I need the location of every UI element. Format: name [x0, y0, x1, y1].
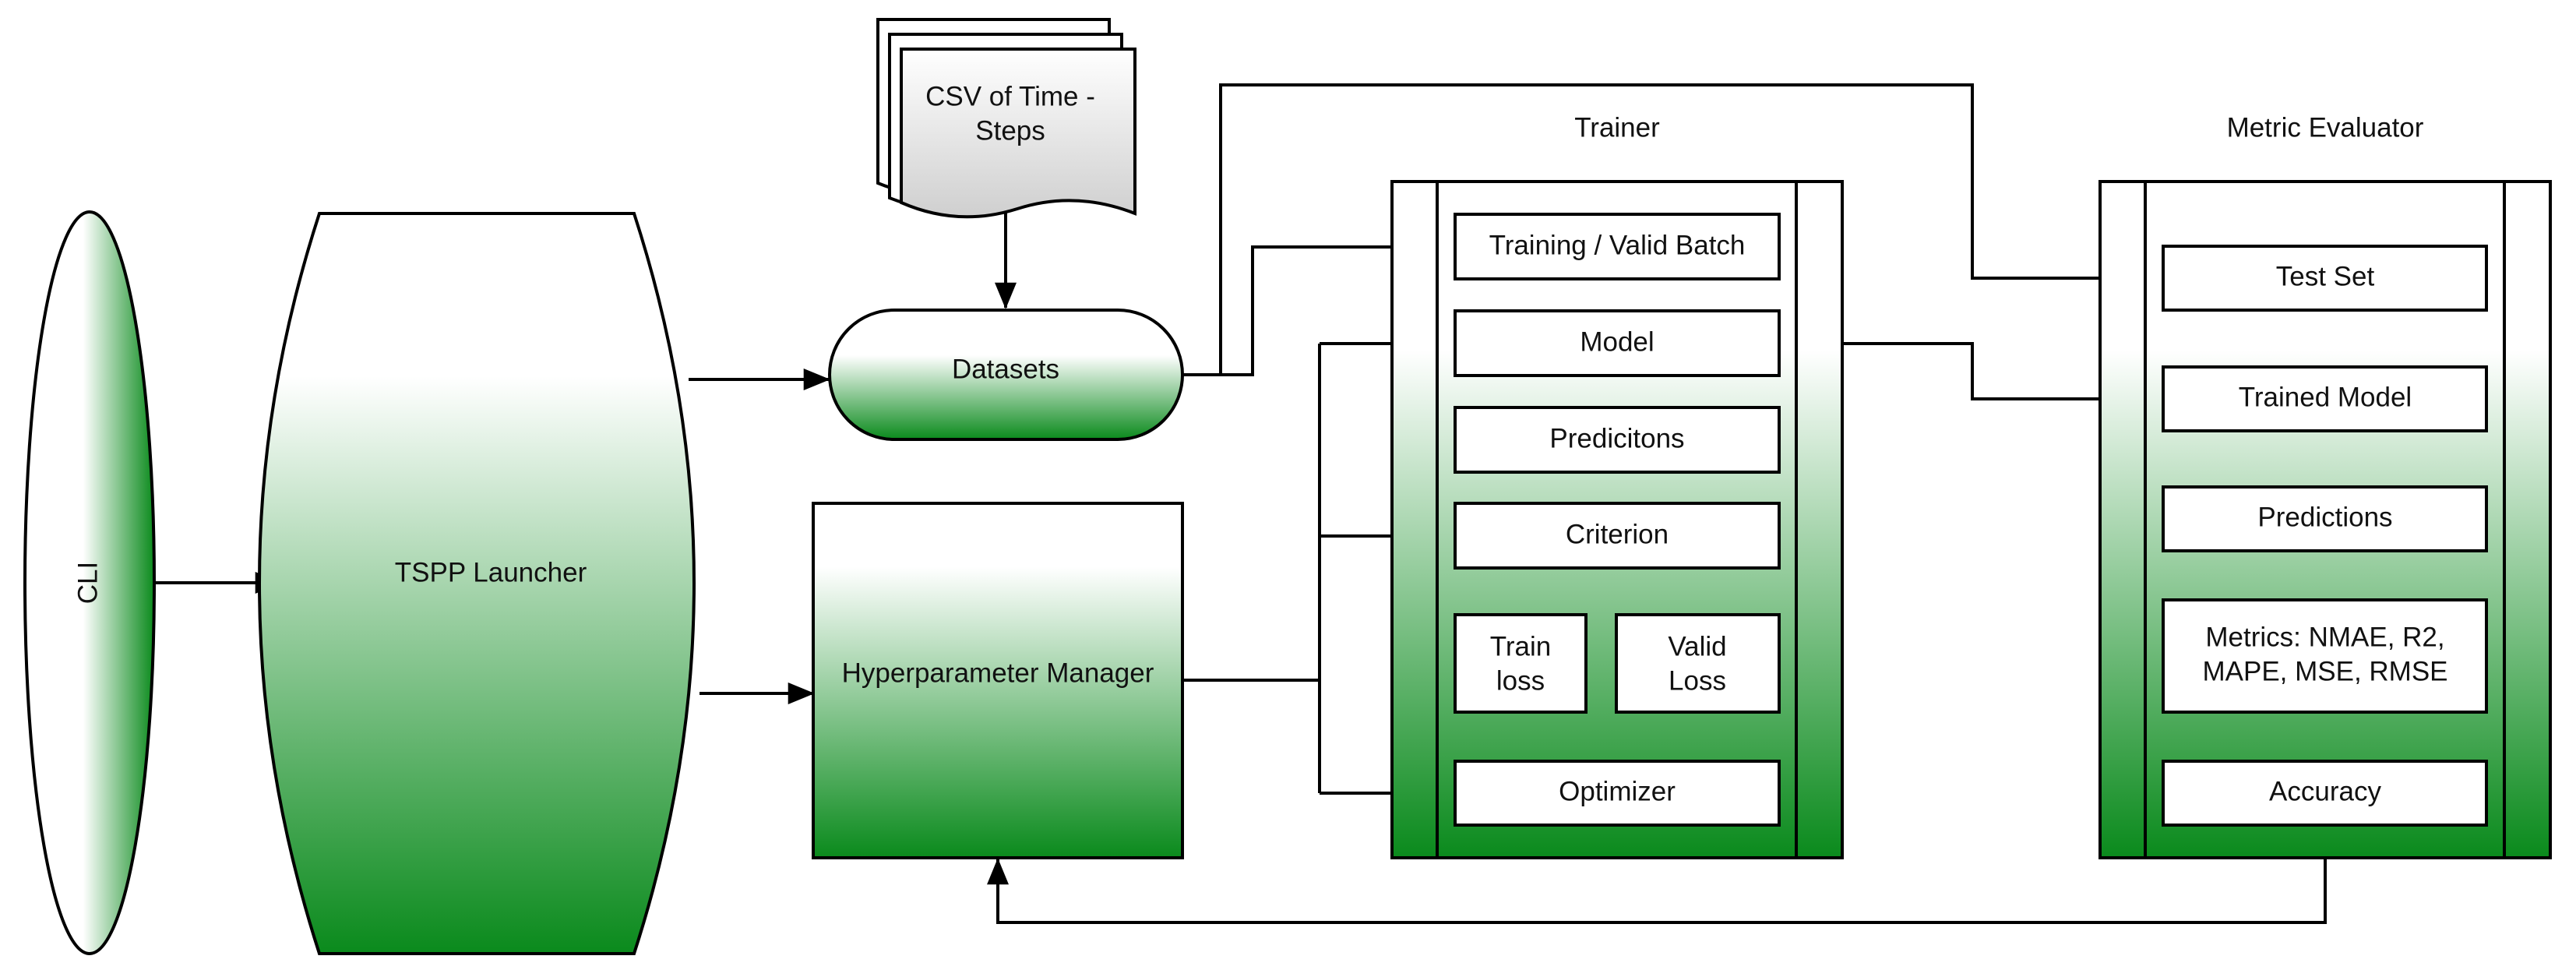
- trainer-predictions-box: [1454, 406, 1781, 474]
- csv-label-line1: CSV of Time -: [925, 81, 1095, 111]
- metrics-box: [2162, 598, 2488, 714]
- test-set-box: [2162, 245, 2488, 312]
- metrics-label-line2: MAPE, MSE, RMSE: [2202, 656, 2447, 686]
- criterion-label: Criterion: [1566, 519, 1669, 549]
- evaluator-predictions-box: [2162, 485, 2488, 552]
- datasets-shape: [828, 309, 1184, 441]
- launcher-label: TSPP Launcher: [395, 557, 587, 587]
- cli-node: CLI: [23, 210, 156, 955]
- hyperparameter-manager-shape: [812, 502, 1184, 859]
- datasets-node: Datasets: [828, 309, 1184, 441]
- train-loss-label-line2: loss: [1496, 665, 1545, 696]
- edge-model-to-trained-model: [1779, 342, 2165, 410]
- valid-loss-label-line1: Valid: [1668, 631, 1726, 661]
- optimizer-box: [1454, 760, 1781, 827]
- evaluator-predictions-label: Predictions: [2257, 502, 2392, 532]
- trained-model-label: Trained Model: [2239, 382, 2412, 412]
- csv-doc-front: [900, 48, 1136, 219]
- training-batch-label: Training / Valid Batch: [1489, 230, 1746, 260]
- test-set-label: Test Set: [2276, 261, 2375, 291]
- trained-model-box: [2162, 365, 2488, 432]
- trainer-predictions-label: Predicitons: [1549, 423, 1684, 453]
- metrics-label-line1: Metrics: NMAE, R2,: [2205, 622, 2444, 652]
- optimizer-label: Optimizer: [1559, 776, 1676, 806]
- accuracy-box: [2162, 760, 2488, 827]
- launcher-shape: [258, 212, 696, 955]
- metric-evaluator-title: Metric Evaluator: [2227, 112, 2424, 143]
- metric-evaluator-panel: Metric Evaluator Test Set Trained Model …: [2099, 112, 2552, 859]
- launcher-node: TSPP Launcher: [258, 212, 696, 955]
- edge-hp-bus: [1182, 344, 1321, 793]
- valid-loss-box: [1615, 613, 1781, 714]
- edge-datasets-to-testset: [1182, 83, 2165, 376]
- criterion-box: [1454, 502, 1781, 570]
- valid-loss-label-line2: Loss: [1669, 665, 1726, 696]
- trainer-title: Trainer: [1574, 112, 1660, 143]
- train-loss-box: [1454, 613, 1588, 714]
- datasets-label: Datasets: [952, 354, 1059, 384]
- accuracy-label: Accuracy: [2269, 776, 2381, 806]
- csv-document-node: CSV of Time - Steps: [876, 18, 1136, 219]
- trainer-panel: Trainer Training / Valid Batch Model Pre…: [1390, 112, 1844, 859]
- cli-shape: [23, 210, 156, 955]
- model-label: Model: [1580, 326, 1654, 357]
- training-batch-box: [1454, 213, 1781, 280]
- edge-accuracy-to-hyperparameters: [987, 825, 2327, 924]
- train-loss-label-line1: Train: [1490, 631, 1551, 661]
- model-box: [1454, 309, 1781, 377]
- hyperparameter-manager-label: Hyperparameter Manager: [842, 658, 1154, 688]
- cli-label: CLI: [72, 562, 103, 604]
- csv-label-line2: Steps: [975, 115, 1045, 146]
- hyperparameter-manager-node: Hyperparameter Manager: [812, 502, 1184, 859]
